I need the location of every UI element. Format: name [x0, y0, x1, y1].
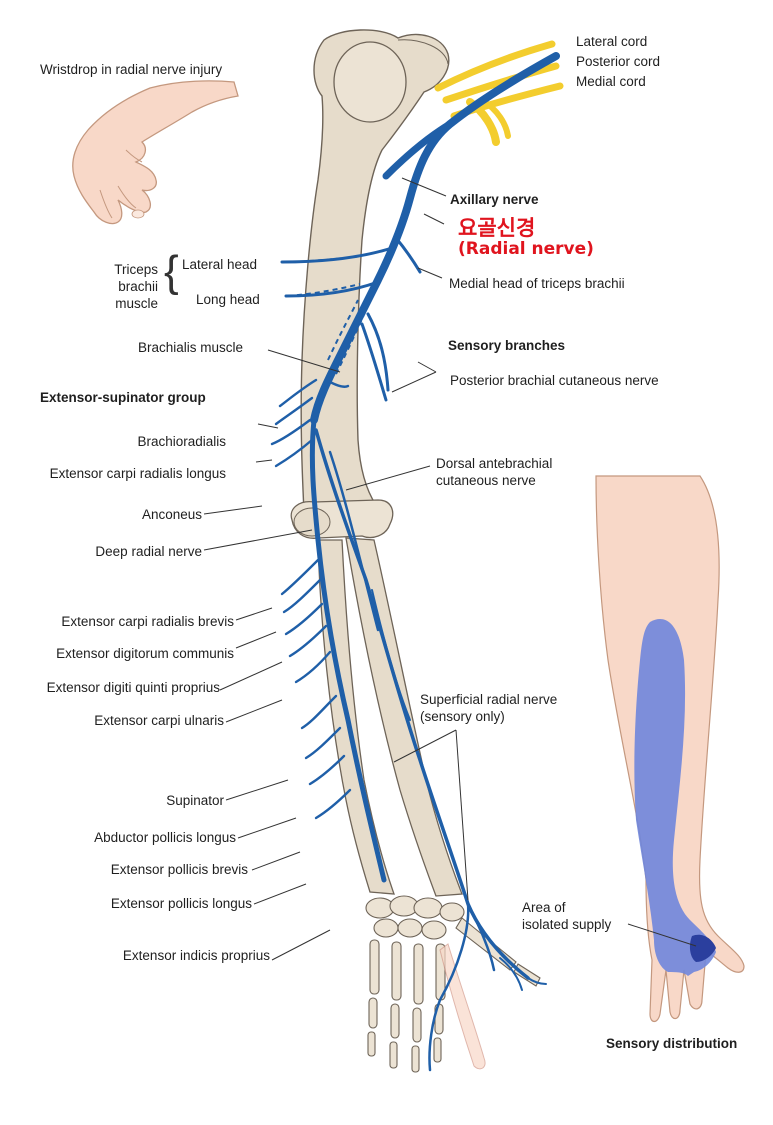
- superficial-radial-label-1: Superficial radial nerve: [420, 692, 558, 707]
- superficial-radial-label-2: (sensory only): [420, 709, 505, 724]
- posterior-cord-label: Posterior cord: [576, 54, 661, 69]
- elbow-joint: [290, 499, 394, 539]
- epl-label: Extensor pollicis longus: [110, 896, 252, 911]
- eip-label: Extensor indicis proprius: [122, 948, 270, 963]
- radial-nerve-trunk: [309, 52, 560, 1072]
- isolated-supply-area: [689, 934, 716, 962]
- brachioradialis-label: Brachioradialis: [137, 434, 226, 449]
- wristdrop-hand-drawing: [72, 80, 239, 225]
- lateral-cord-label: Lateral cord: [576, 34, 648, 49]
- distal-nerve-ends: [499, 957, 547, 991]
- axillary-nerve-label: Axillary nerve: [450, 192, 539, 207]
- medial-head-label: Medial head of triceps brachii: [449, 276, 625, 291]
- edc-label: Extensor digitorum communis: [56, 646, 234, 661]
- supinator-label: Supinator: [166, 793, 224, 808]
- muscular-branches: [270, 378, 352, 820]
- lateral-head-label: Lateral head: [182, 257, 258, 272]
- long-head-label: Long head: [196, 292, 260, 307]
- apl-label: Abductor pollicis longus: [94, 830, 236, 845]
- triceps-label-3: muscle: [115, 296, 158, 311]
- ecrb-label: Extensor carpi radialis brevis: [61, 614, 234, 629]
- radial-nerve-english-label: (Radial nerve): [458, 239, 594, 259]
- dorsal-antebrachial-label-1: Dorsal antebrachial: [436, 456, 553, 471]
- triceps-label-2: brachii: [118, 279, 158, 294]
- edqp-label: Extensor digiti quinti proprius: [46, 680, 220, 695]
- anconeus-label: Anconeus: [141, 507, 202, 522]
- posterior-brachial-label: Posterior brachial cutaneous nerve: [450, 373, 659, 388]
- ecrl-label: Extensor carpi radialis longus: [49, 466, 226, 481]
- humerus-bone: [300, 29, 450, 513]
- sensory-branches-label: Sensory branches: [448, 338, 566, 353]
- extensor-supinator-label: Extensor-supinator group: [40, 390, 206, 405]
- medial-cord-label: Medial cord: [576, 74, 646, 89]
- dorsal-antebrachial-label-2: cutaneous nerve: [436, 473, 536, 488]
- radial-nerve-korean-label: 요골신경: [458, 216, 536, 240]
- sensory-distribution-arm: [595, 475, 745, 1023]
- area-isolated-label-2: isolated supply: [522, 917, 612, 932]
- brachialis-label: Brachialis muscle: [138, 340, 244, 355]
- sensory-distribution-label: Sensory distribution: [606, 1036, 738, 1051]
- triceps-label-1: Triceps: [114, 262, 158, 277]
- deep-radial-label: Deep radial nerve: [95, 544, 202, 559]
- ecu-label: Extensor carpi ulnaris: [94, 713, 224, 728]
- dashed-branches: [281, 255, 367, 375]
- wristdrop-label: Wristdrop in radial nerve injury: [40, 62, 223, 77]
- area-isolated-label-1: Area of: [522, 900, 566, 915]
- leader-lines: [203, 177, 697, 961]
- epb-label: Extensor pollicis brevis: [110, 862, 248, 877]
- finger-skin-outline: [439, 943, 486, 1070]
- forearm-bones: [317, 537, 463, 897]
- radial-sensory-area: [634, 619, 716, 976]
- triceps-brace: {: [164, 247, 179, 296]
